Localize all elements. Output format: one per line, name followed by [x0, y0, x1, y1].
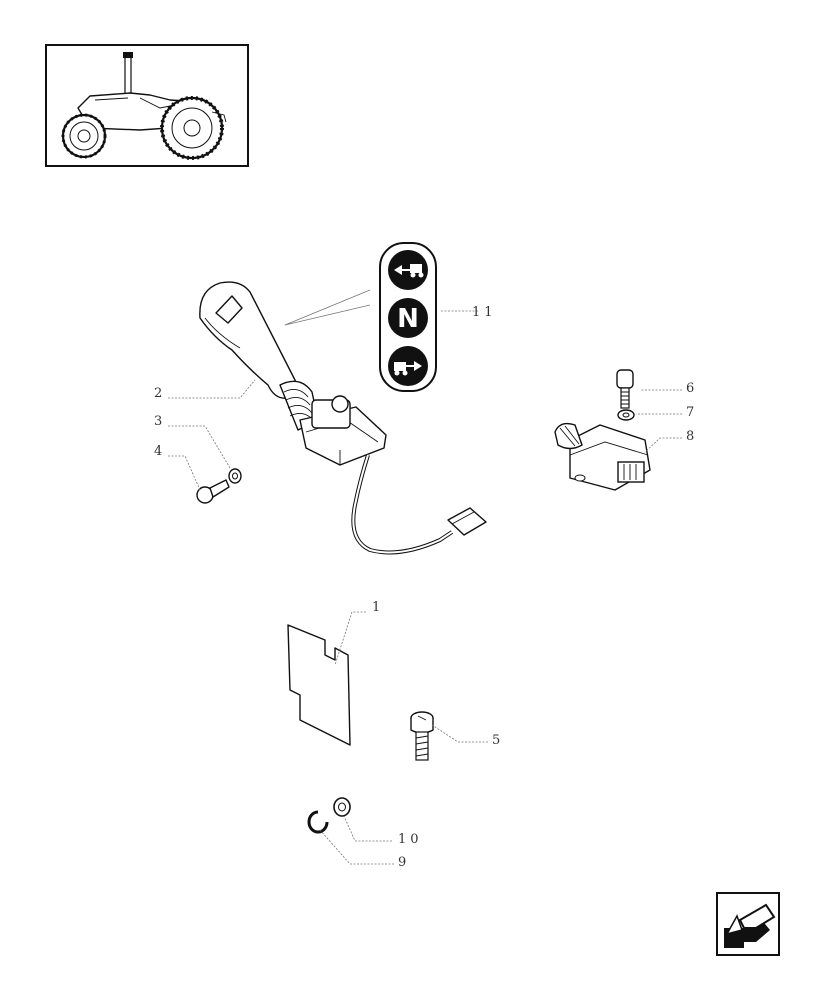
callout-9: 9	[398, 855, 406, 870]
screw-5	[410, 711, 434, 761]
washer-7	[617, 409, 635, 421]
shuttle-lever	[199, 281, 487, 555]
leader-lines	[168, 310, 682, 865]
tractor-forward-icon	[394, 361, 422, 376]
callout-2: 2	[154, 386, 162, 401]
snap-ring-9	[307, 810, 329, 834]
direction-decal: N	[379, 242, 437, 392]
tractor-reverse-icon	[394, 264, 424, 278]
callout-11: 11	[472, 305, 497, 320]
callout-4: 4	[154, 444, 162, 459]
callout-10: 10	[398, 832, 423, 847]
tractor-thumbnail	[45, 44, 249, 167]
callout-8: 8	[686, 429, 694, 444]
washer-3	[228, 468, 242, 484]
screw-4	[196, 479, 230, 504]
gasket-1	[287, 624, 351, 746]
neutral-letter: N	[397, 304, 419, 334]
callout-1: 1	[372, 600, 380, 615]
back-arrow-button[interactable]	[716, 892, 780, 956]
callout-3: 3	[154, 414, 162, 429]
callout-5: 5	[492, 733, 500, 748]
decal-pointer	[284, 289, 371, 326]
callout-7: 7	[686, 405, 694, 420]
callouts: 1 2 3 4 5 6 7 8 9 10 11	[154, 305, 694, 870]
screw-6	[616, 369, 634, 409]
back-arrow-icon	[724, 903, 776, 948]
switch-8	[554, 422, 651, 491]
callout-6: 6	[686, 381, 694, 396]
washer-10	[333, 797, 351, 817]
